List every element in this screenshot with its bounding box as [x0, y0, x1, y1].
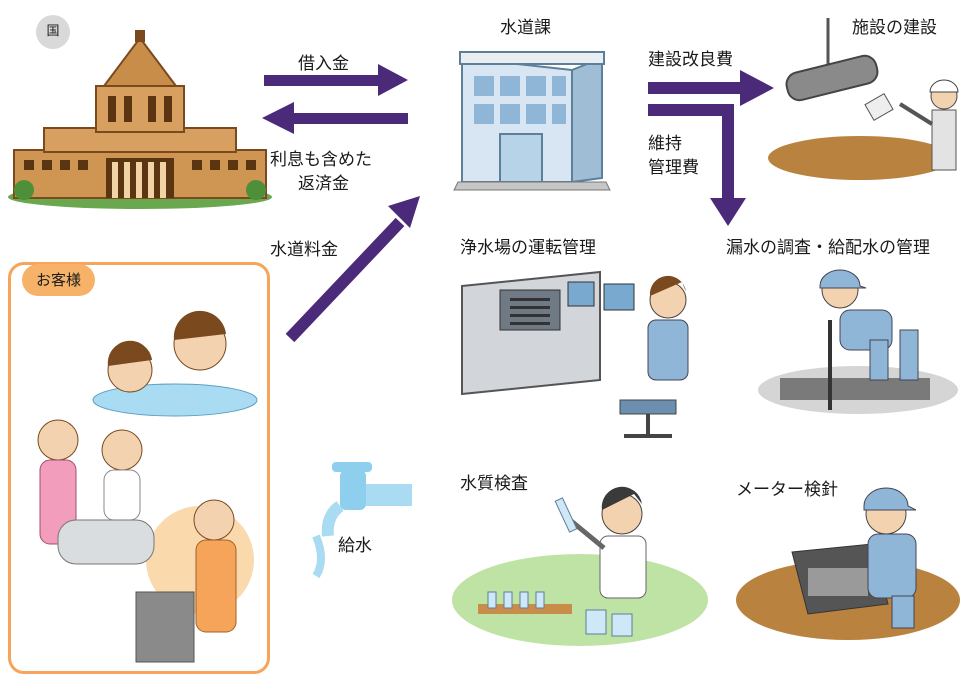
family-bath-icon	[37, 310, 258, 663]
leak-inspector-icon	[758, 269, 958, 414]
repayment-arrow	[290, 113, 408, 124]
repayment-label-line2: 返済金	[298, 174, 349, 194]
water-quality-test-label: 水質検査	[460, 474, 528, 494]
suidouka-label: 水道課	[500, 18, 551, 38]
facility-construction-label: 施設の建設	[852, 18, 937, 38]
repayment-label-line1: 利息も含めた	[270, 150, 372, 170]
maintenance-cost-arrowhead	[710, 198, 746, 226]
maintenance-cost-arrow	[648, 104, 734, 116]
diet-building-icon	[8, 30, 272, 209]
meter-reader-icon	[736, 487, 960, 640]
customer-panel	[8, 262, 270, 674]
city-office-icon	[453, 51, 611, 191]
flow-arrows	[262, 64, 774, 226]
lab-scientist-icon	[452, 486, 708, 646]
loan-arrow	[264, 75, 382, 86]
construction-cost-arrow	[648, 82, 744, 94]
water-plant-operation-label: 浄水場の運転管理	[460, 238, 596, 258]
maintenance-cost-label-line1: 維持	[648, 134, 682, 154]
water-supply-label: 給水	[338, 536, 372, 556]
water-fee-label: 水道料金	[270, 240, 338, 260]
construction-cost-label: 建設改良費	[648, 50, 733, 70]
water-plant-operator-icon	[461, 270, 689, 438]
loan-arrowhead	[378, 64, 408, 96]
meter-reading-label: メーター検針	[736, 480, 838, 500]
repayment-arrowhead	[262, 102, 294, 134]
water-fee-arrow	[285, 196, 420, 343]
loan-label: 借入金	[298, 54, 349, 74]
customer-tag: お客様	[22, 264, 96, 296]
kuni-badge: 国	[36, 15, 70, 49]
leak-survey-label: 漏水の調査・給配水の管理	[726, 238, 930, 258]
maintenance-cost-label-line2: 管理費	[648, 158, 699, 178]
construction-cost-arrowhead	[740, 70, 774, 106]
construction-worker-icon	[768, 18, 959, 180]
maintenance-cost-arrow-down	[722, 104, 734, 204]
water-tap-icon	[312, 462, 412, 579]
